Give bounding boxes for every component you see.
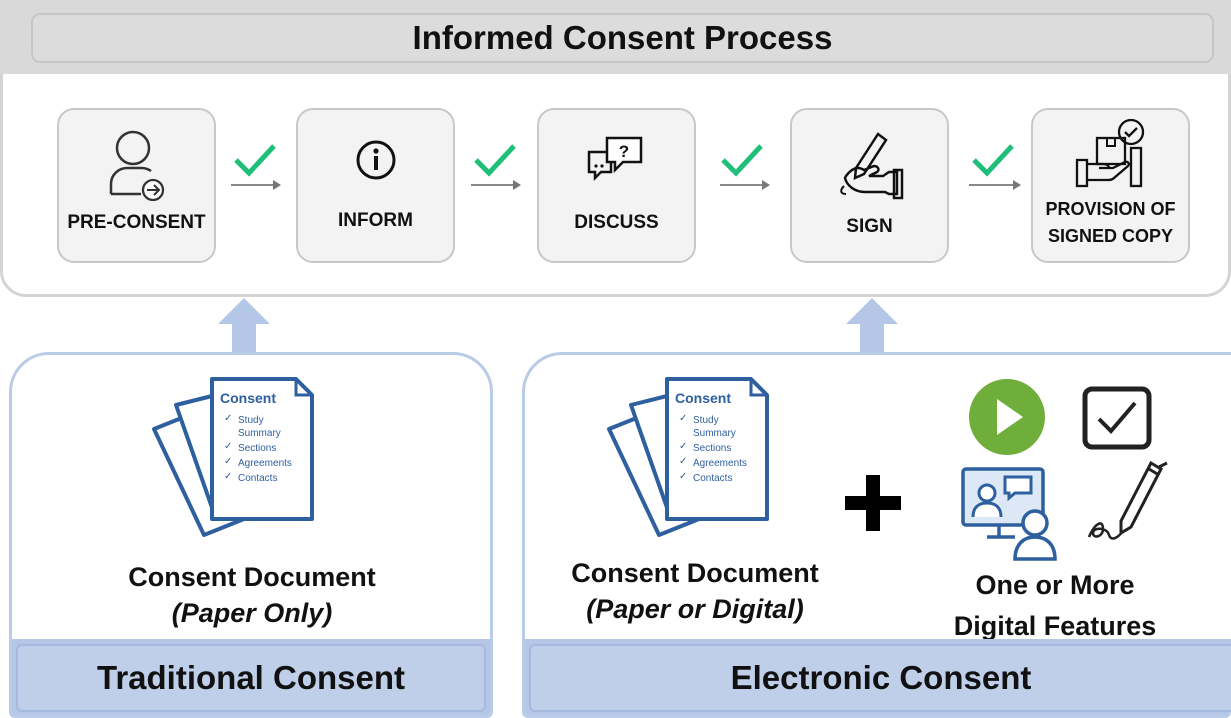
- svg-text:✓: ✓: [679, 441, 687, 452]
- step-label: DISCUSS: [574, 212, 659, 233]
- check-icon: [721, 144, 763, 177]
- check-icon: [972, 144, 1014, 177]
- consent-item: Summary: [238, 428, 281, 439]
- consent-item: Sections: [693, 443, 731, 454]
- svg-text:✓: ✓: [679, 471, 687, 482]
- up-arrow-icon: [846, 298, 898, 358]
- electronic-caption: Consent Document (Paper or Digital): [535, 555, 855, 627]
- consent-item: Agreements: [238, 458, 292, 469]
- handover-check-icon: [1033, 114, 1188, 194]
- step-provision: PROVISION OF SIGNED COPY: [1031, 108, 1190, 263]
- process-title: Informed Consent Process: [31, 13, 1214, 63]
- plus-icon: [845, 475, 901, 531]
- checkbox-icon: [1082, 386, 1152, 450]
- step-label: SIGN: [846, 216, 893, 237]
- consent-item: Agreements: [693, 458, 747, 469]
- caption-sub: (Paper or Digital): [586, 594, 804, 624]
- consent-document-icon: Consent ✓ Study Summary ✓ Sections ✓ Agreem…: [607, 377, 769, 537]
- up-arrow-icon: [218, 298, 270, 358]
- svg-text:✓: ✓: [224, 456, 232, 467]
- right-arrow-icon: [969, 180, 1021, 190]
- svg-text:✓: ✓: [679, 413, 687, 424]
- svg-text:✓: ✓: [224, 413, 232, 424]
- right-arrow-icon: [720, 180, 770, 190]
- hand-pen-icon: [792, 126, 947, 206]
- traditional-consent-panel: Consent ✓ Study Summary ✓ Sections ✓ Agreem…: [9, 352, 493, 718]
- consent-document-icon: Consent ✓ Study Summary ✓ Sections ✓ Agreem…: [152, 377, 314, 537]
- svg-text:?: ?: [618, 142, 628, 161]
- consent-item: Contacts: [693, 473, 732, 484]
- svg-text:✓: ✓: [224, 441, 232, 452]
- consent-item: Sections: [238, 443, 276, 454]
- step-discuss: ? DISCUSS: [537, 108, 696, 263]
- consent-item: Study: [238, 415, 264, 426]
- e-signature-icon: [1087, 460, 1168, 540]
- traditional-caption: Consent Document (Paper Only): [52, 559, 452, 631]
- consent-item: Contacts: [238, 473, 277, 484]
- step-label: PRE-CONSENT: [67, 212, 206, 233]
- step-sign: SIGN: [790, 108, 949, 263]
- electronic-consent-panel: Consent ✓ Study Summary ✓ Sections ✓ Agreem…: [522, 352, 1231, 718]
- consent-item: Summary: [693, 428, 736, 439]
- caption-sub: (Paper Only): [171, 598, 333, 628]
- caption-main: Consent Document: [571, 558, 819, 588]
- play-video-icon: [969, 379, 1045, 455]
- video-conference-icon: [961, 467, 1057, 561]
- step-inform: INFORM: [296, 108, 455, 263]
- info-icon: [298, 126, 453, 206]
- check-icon: [234, 144, 276, 177]
- step-label: INFORM: [338, 210, 413, 231]
- check-icon: [474, 144, 516, 177]
- features-line1: One or More: [975, 570, 1135, 600]
- step-pre-consent: PRE-CONSENT: [57, 108, 216, 263]
- chat-question-icon: ?: [539, 126, 694, 206]
- electronic-consent-label: Electronic Consent: [529, 644, 1231, 712]
- svg-text:✓: ✓: [679, 456, 687, 467]
- step-label: PROVISION OF SIGNED COPY: [1045, 199, 1176, 246]
- consent-item: Study: [693, 415, 719, 426]
- digital-features-caption: One or More Digital Features: [905, 565, 1205, 647]
- caption-main: Consent Document: [128, 562, 376, 592]
- traditional-consent-label: Traditional Consent: [16, 644, 486, 712]
- features-line2: Digital Features: [953, 611, 1157, 641]
- right-arrow-icon: [471, 180, 521, 190]
- svg-text:✓: ✓: [224, 471, 232, 482]
- consent-doc-title: Consent: [220, 390, 276, 406]
- consent-doc-title: Consent: [675, 390, 731, 406]
- user-arrow-icon: [59, 126, 214, 206]
- right-arrow-icon: [231, 180, 281, 190]
